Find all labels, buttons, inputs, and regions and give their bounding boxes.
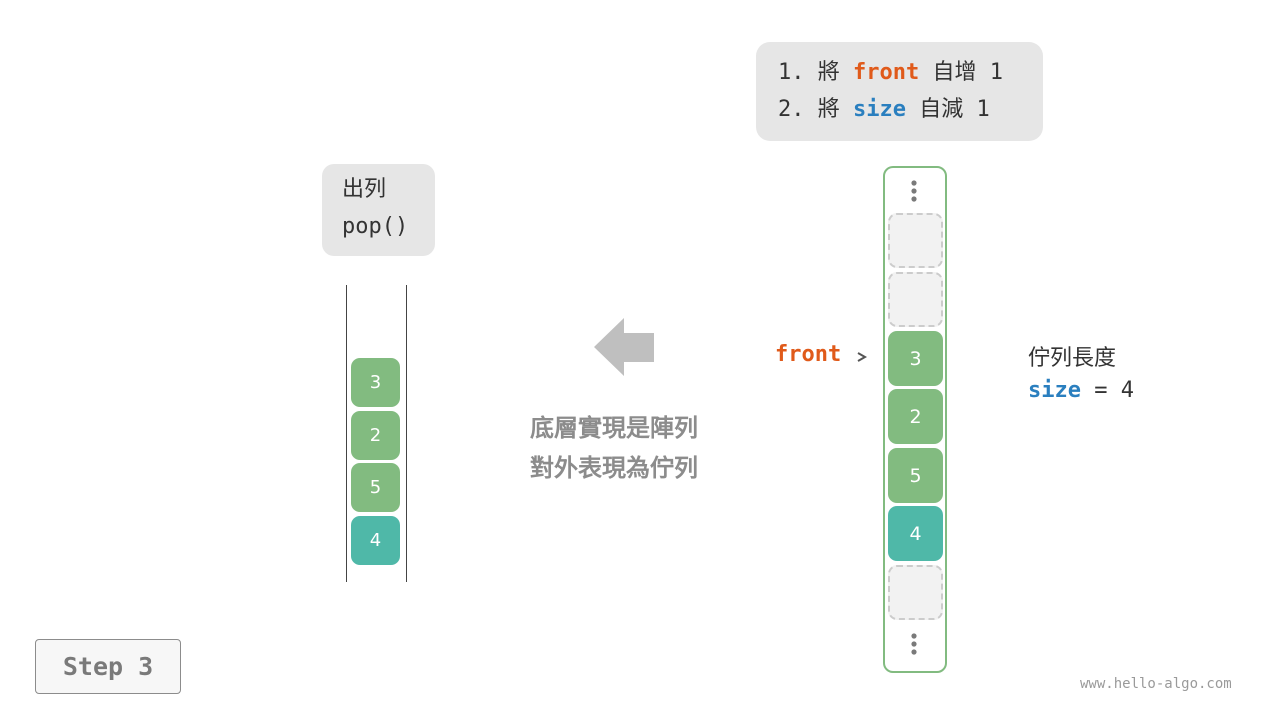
stack-left-wall bbox=[346, 285, 347, 582]
caption-line-2: 對外表現為佇列 bbox=[530, 454, 698, 482]
operation-name: 出列 bbox=[342, 177, 387, 202]
stack-item: 3 bbox=[351, 358, 400, 407]
instruction-line-2: 2. 將 size 自減 1 bbox=[778, 97, 990, 122]
array-cell-empty bbox=[888, 213, 943, 268]
ellipsis-icon bbox=[911, 180, 917, 202]
front-keyword: front bbox=[852, 60, 920, 85]
size-var: size bbox=[1028, 378, 1081, 403]
array-cell: 2 bbox=[888, 389, 943, 444]
operation-box: 出列 pop() bbox=[322, 164, 435, 256]
size-line: size = 4 bbox=[1028, 378, 1134, 403]
pointer-arrow-icon bbox=[857, 352, 868, 362]
array-cell: 3 bbox=[888, 331, 943, 386]
size-keyword: size bbox=[852, 97, 906, 122]
stack-right-wall bbox=[406, 285, 407, 582]
step-label: Step 3 bbox=[35, 639, 181, 694]
operation-code: pop() bbox=[342, 214, 409, 239]
instruction-line-1: 1. 將 front 自增 1 bbox=[778, 60, 1003, 85]
instruction-box: 1. 將 front 自增 1 2. 將 size 自減 1 bbox=[756, 42, 1043, 141]
array-cell: 5 bbox=[888, 448, 943, 503]
left-arrow-icon bbox=[594, 318, 654, 376]
stack-item: 4 bbox=[351, 516, 400, 565]
array-cell-empty bbox=[888, 272, 943, 327]
caption-line-1: 底層實現是陣列 bbox=[530, 414, 698, 442]
array-frame bbox=[883, 166, 947, 673]
stack-item: 5 bbox=[351, 463, 400, 512]
ellipsis-icon bbox=[911, 633, 917, 655]
size-title: 佇列長度 bbox=[1028, 346, 1117, 371]
stack-item: 2 bbox=[351, 411, 400, 460]
watermark: www.hello-algo.com bbox=[1080, 676, 1232, 692]
size-value: 4 bbox=[1120, 378, 1134, 403]
front-pointer-label: front bbox=[775, 342, 842, 367]
array-cell-empty bbox=[888, 565, 943, 620]
array-cell: 4 bbox=[888, 506, 943, 561]
